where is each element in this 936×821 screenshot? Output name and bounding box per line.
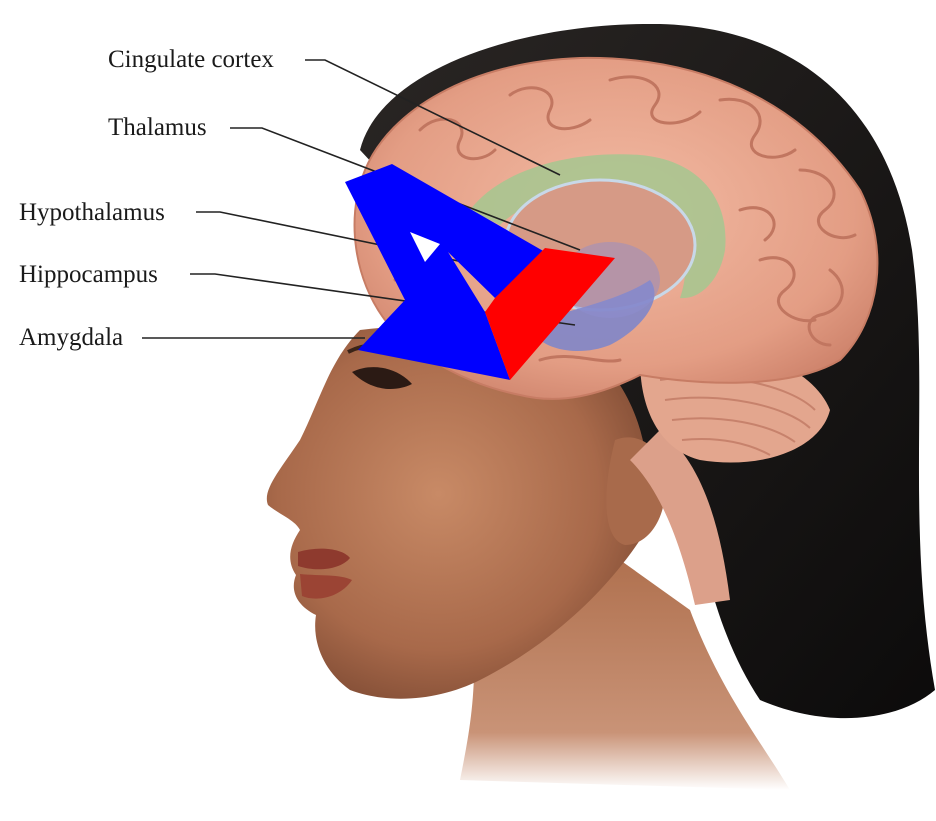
label-thalamus: Thalamus (108, 115, 207, 140)
label-hypothalamus: Hypothalamus (19, 200, 165, 225)
label-hippocampus: Hippocampus (19, 262, 158, 287)
label-cingulate-cortex: Cingulate cortex (108, 47, 274, 72)
label-amygdala: Amygdala (19, 325, 123, 350)
